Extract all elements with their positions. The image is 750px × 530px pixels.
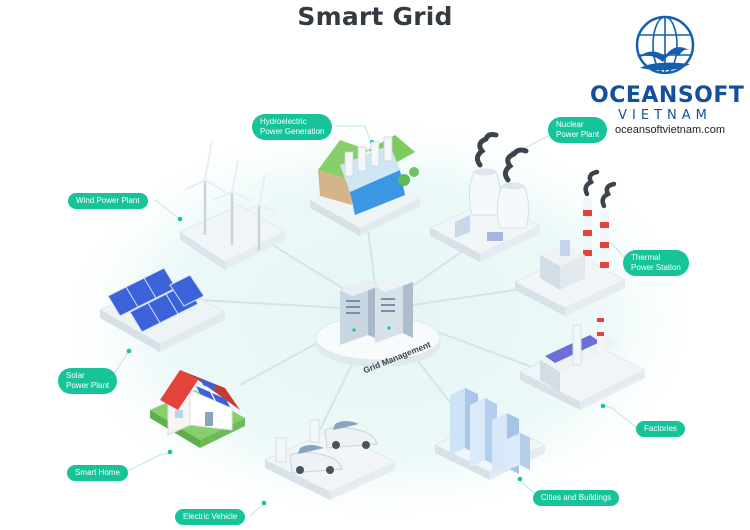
label-smart-home-line1: Smart Home xyxy=(75,468,120,477)
solar-power-plant xyxy=(98,267,227,352)
nuclear-power-plant xyxy=(428,132,542,262)
thermal-power-station xyxy=(513,169,627,316)
label-nuclear-line2: Power Plant xyxy=(556,130,600,139)
label-thermal: Thermal Power Station xyxy=(623,250,689,276)
label-cities-line1: Cities and Buildings xyxy=(541,493,612,502)
label-electric-vehicle-line1: Electric Vehicle xyxy=(183,512,238,521)
label-thermal-line2: Power Station xyxy=(631,263,681,272)
logo-subtitle: VIETNAM xyxy=(618,108,712,123)
cities-and-buildings xyxy=(433,388,547,480)
label-factories-line1: Factories xyxy=(644,424,677,433)
label-thermal-line1: Thermal xyxy=(631,253,661,262)
logo-url[interactable]: oceansoftvietnam.com xyxy=(614,124,726,136)
wind-power-plant xyxy=(178,139,287,270)
label-hydroelectric-line2: Power Generation xyxy=(260,127,325,136)
label-wind-line1: Wind Power Plant xyxy=(76,196,140,205)
page-title: Smart Grid xyxy=(297,2,453,31)
oceansoft-logo-emblem xyxy=(635,15,695,75)
smart-home xyxy=(150,370,245,448)
label-nuclear-line1: Nuclear xyxy=(556,120,584,129)
label-nuclear: Nuclear Power Plant xyxy=(548,117,608,143)
label-smart-home: Smart Home xyxy=(67,465,128,481)
factories xyxy=(518,310,647,410)
label-electric-vehicle: Electric Vehicle xyxy=(175,509,246,525)
label-factories: Factories xyxy=(636,421,685,437)
grid-management-hub xyxy=(315,276,441,367)
hydroelectric-plant xyxy=(310,135,420,236)
label-solar: Solar Power Plant xyxy=(58,368,118,394)
label-solar-line2: Power Plant xyxy=(66,381,110,390)
label-cities: Cities and Buildings xyxy=(533,490,620,506)
logo-wordmark: OCEANSOFT xyxy=(590,83,745,108)
label-hydroelectric-line1: Hydroelectric xyxy=(260,117,307,126)
electric-vehicle xyxy=(263,419,397,500)
label-wind: Wind Power Plant xyxy=(68,193,148,209)
label-hydroelectric: Hydroelectric Power Generation xyxy=(252,114,333,140)
label-solar-line1: Solar xyxy=(66,371,85,380)
